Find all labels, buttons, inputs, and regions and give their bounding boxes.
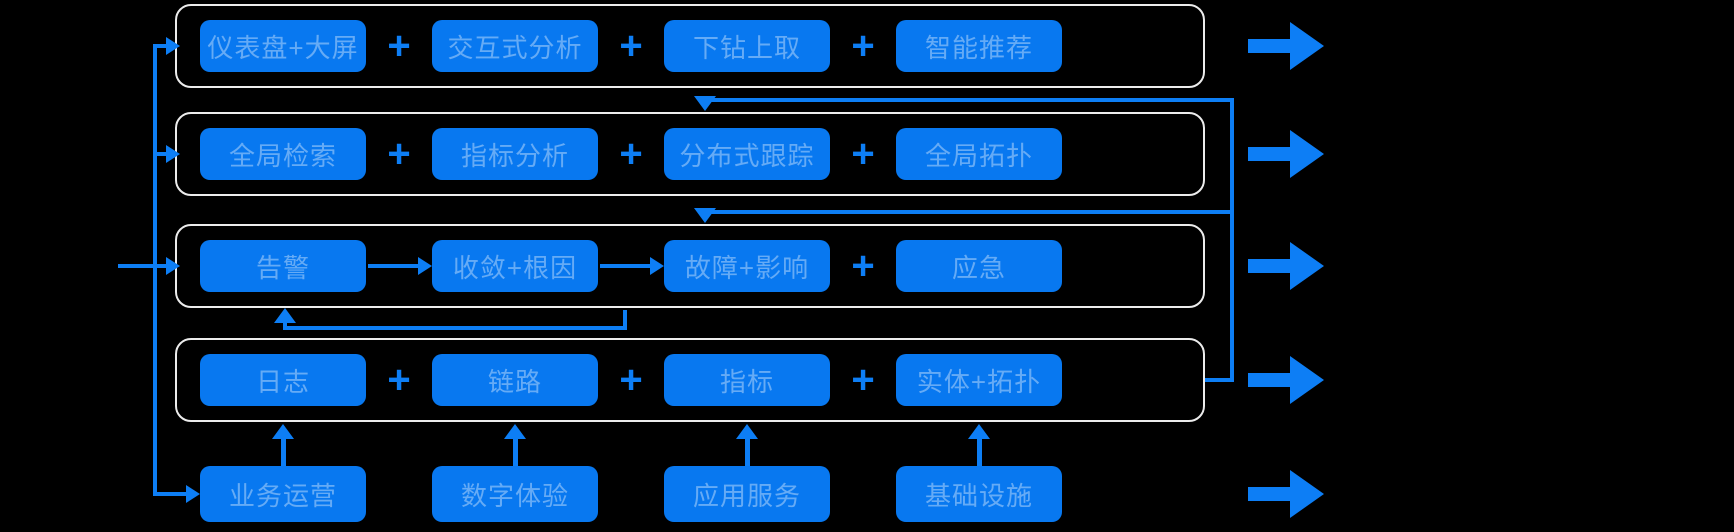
connector-line (155, 44, 169, 48)
flow-line (513, 437, 518, 466)
connector-line (1205, 378, 1232, 382)
arrow-up-icon (968, 424, 990, 439)
arrow-up-icon (504, 424, 526, 439)
plus-separator: + (851, 243, 875, 288)
plus-separator: + (619, 357, 643, 402)
output-arrow-shaft (1248, 259, 1290, 273)
arrow-right-icon (650, 257, 664, 275)
plus-separator: + (387, 131, 411, 176)
arrow-down-icon (694, 96, 716, 111)
flow-line (977, 437, 982, 466)
arrow-up-icon (736, 424, 758, 439)
arrow-right-icon (166, 257, 180, 275)
node-interactive-analysis: 交互式分析 (432, 20, 598, 72)
node-alerting: 告警 (200, 240, 366, 292)
connector-line (155, 152, 169, 156)
arrow-up-icon (274, 308, 296, 323)
output-arrow-shaft (1248, 373, 1290, 387)
connector-line (710, 98, 1234, 102)
output-arrow-right-icon (1290, 130, 1324, 178)
output-arrow-shaft (1248, 39, 1290, 53)
plus-separator: + (387, 357, 411, 402)
feedback-line (623, 310, 627, 330)
left-rail-line (153, 44, 157, 496)
plus-separator: + (851, 357, 875, 402)
connector-line (155, 492, 187, 496)
node-digital-experience: 数字体验 (432, 466, 598, 522)
node-fault-impact: 故障+影响 (664, 240, 830, 292)
node-global-topology: 全局拓扑 (896, 128, 1062, 180)
feedback-line (283, 321, 287, 330)
arrow-right-icon (186, 485, 200, 503)
tier-container-data (175, 338, 1205, 422)
arrow-up-icon (272, 424, 294, 439)
plus-separator: + (851, 131, 875, 176)
arrow-right-icon (418, 257, 432, 275)
plus-separator: + (619, 23, 643, 68)
node-application-services: 应用服务 (664, 466, 830, 522)
arrow-right-icon (166, 145, 180, 163)
node-logs: 日志 (200, 354, 366, 406)
node-infrastructure: 基础设施 (896, 466, 1062, 522)
node-global-search: 全局检索 (200, 128, 366, 180)
node-emergency-response: 应急 (896, 240, 1062, 292)
node-traces: 链路 (432, 354, 598, 406)
node-distributed-tracing: 分布式跟踪 (664, 128, 830, 180)
node-drill-down-roll-up: 下钻上取 (664, 20, 830, 72)
connector-line (118, 264, 169, 268)
connector-line (710, 210, 1234, 214)
flow-line (745, 437, 750, 466)
node-metrics: 指标 (664, 354, 830, 406)
node-smart-recommendation: 智能推荐 (896, 20, 1062, 72)
node-dashboard-big-screen: 仪表盘+大屏 (200, 20, 366, 72)
flow-line (600, 264, 652, 268)
output-arrow-shaft (1248, 487, 1290, 501)
feedback-line (285, 326, 627, 330)
plus-separator: + (851, 23, 875, 68)
output-arrow-right-icon (1290, 470, 1324, 518)
arrow-down-icon (694, 208, 716, 223)
node-business-operations: 业务运营 (200, 466, 366, 522)
node-entity-topology: 实体+拓扑 (896, 354, 1062, 406)
flow-line (368, 264, 420, 268)
output-arrow-right-icon (1290, 356, 1324, 404)
flow-line (281, 437, 286, 466)
output-arrow-shaft (1248, 147, 1290, 161)
node-convergence-root-cause: 收敛+根因 (432, 240, 598, 292)
node-metric-analysis: 指标分析 (432, 128, 598, 180)
plus-separator: + (387, 23, 411, 68)
arrow-right-icon (166, 37, 180, 55)
output-arrow-right-icon (1290, 22, 1324, 70)
output-arrow-right-icon (1290, 242, 1324, 290)
plus-separator: + (619, 131, 643, 176)
right-rail-line (1230, 98, 1234, 382)
